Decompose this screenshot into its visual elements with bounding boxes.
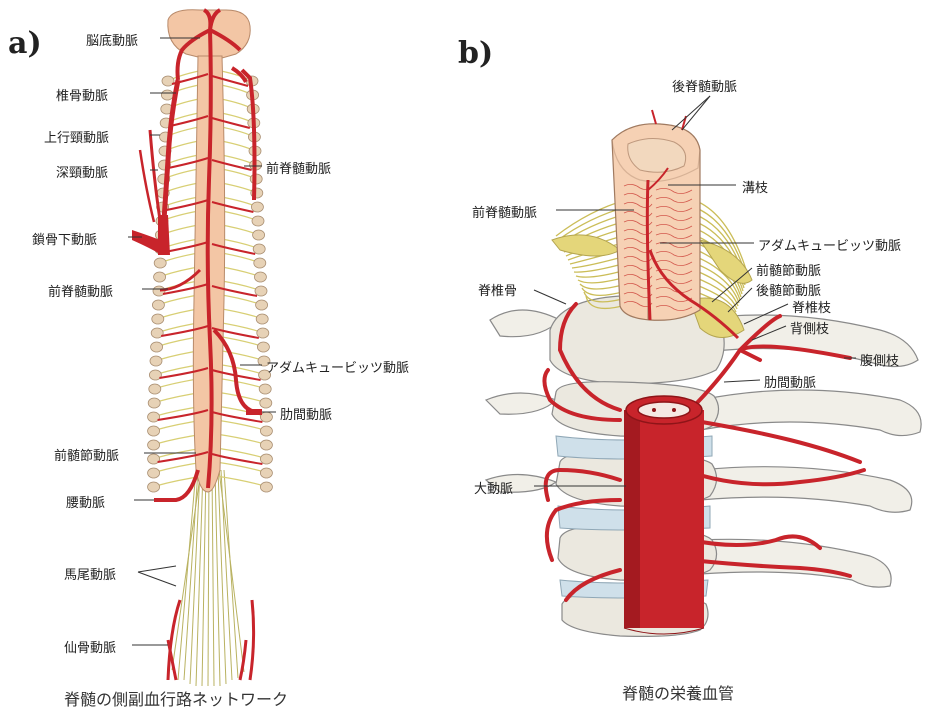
ganglion-right: [260, 426, 272, 436]
label-deep-cervical-artery: 深頸動脈: [56, 162, 108, 181]
ganglion-right: [254, 272, 266, 282]
ganglion-right: [251, 202, 263, 212]
ganglion-right: [256, 300, 268, 310]
label-adamkiewicz-artery: アダムキュービッツ動脈: [266, 357, 409, 376]
ganglion-left: [154, 272, 166, 282]
label-aorta: 大動脈: [474, 478, 513, 497]
label-anterior-spinal-artery-b: 前脊髄動脈: [472, 202, 537, 221]
cauda-artery-right: [250, 600, 254, 680]
ganglion-right: [253, 244, 265, 254]
aorta-ostium-right: [672, 408, 676, 412]
label-anterior-spinal-artery-right: 前脊髄動脈: [266, 158, 331, 177]
label-spinal-branch: 脊椎枝: [792, 297, 831, 316]
ganglion-right: [257, 342, 269, 352]
ganglion-left: [148, 468, 160, 478]
ganglion-right: [260, 412, 272, 422]
ganglion-right: [260, 482, 272, 492]
label-anterior-radicular-artery: 前髄節動脈: [54, 445, 119, 464]
label-adamkiewicz-artery-b: アダムキュービッツ動脈: [758, 235, 901, 254]
ganglion-right: [253, 230, 265, 240]
ganglion-left: [152, 300, 164, 310]
panel-a-illustration: [132, 10, 272, 686]
label-sacral-artery: 仙骨動脈: [64, 637, 116, 656]
ganglion-left: [161, 90, 173, 100]
ganglion-right: [260, 468, 272, 478]
label-sulcal-branch: 溝枝: [742, 177, 768, 196]
label-vertebra: 脊椎骨: [478, 280, 517, 299]
vertebral-artery-right: [242, 70, 255, 200]
subclavian-trunk: [158, 215, 170, 255]
ganglion-right: [256, 314, 268, 324]
label-dorsal-branch: 背側枝: [790, 318, 829, 337]
nerve-bundle-left: [552, 235, 620, 256]
panel-b-caption: 脊髄の栄養血管: [622, 680, 734, 704]
ganglion-left: [154, 258, 166, 268]
label-basilar-artery: 脳底動脈: [86, 30, 138, 49]
label-posterior-spinal-artery: 後脊髄動脈: [672, 76, 737, 95]
ganglion-left: [151, 342, 163, 352]
label-anterior-radicular-artery-b: 前髄節動脈: [756, 260, 821, 279]
label-cauda-equina-artery: 馬尾動脈: [64, 564, 116, 583]
panel-a-caption: 脊髄の側副血行路ネットワーク: [64, 686, 288, 710]
nerve-root-right: [216, 476, 264, 486]
nerve-root-right: [216, 434, 264, 444]
panel-a-letter: a): [8, 26, 42, 61]
ganglion-right: [254, 258, 266, 268]
label-ascending-cervical-artery: 上行頸動脈: [44, 127, 109, 146]
panel-b-illustration: [486, 110, 921, 636]
aorta-inner: [638, 402, 690, 418]
aorta-shading: [624, 410, 640, 628]
label-intercostal-artery-b: 肋間動脈: [764, 372, 816, 391]
ganglion-left: [150, 356, 162, 366]
ganglion-left: [152, 314, 164, 324]
ganglion-right: [259, 384, 271, 394]
label-vertebral-artery: 椎骨動脈: [56, 85, 108, 104]
ganglion-right: [252, 216, 264, 226]
panel-b-letter: b): [458, 36, 493, 71]
ganglion-left: [149, 384, 161, 394]
ganglion-right: [255, 286, 267, 296]
cauda-equina-fibers: [172, 470, 244, 686]
ganglion-left: [148, 482, 160, 492]
ganglion-left: [148, 426, 160, 436]
ganglion-left: [148, 440, 160, 450]
aorta-ostium-left: [652, 408, 656, 412]
ganglion-right: [260, 454, 272, 464]
ganglion-right: [260, 398, 272, 408]
label-anterior-spinal-artery-left: 前脊髄動脈: [48, 281, 113, 300]
ganglion-left: [148, 398, 160, 408]
ganglion-right: [257, 328, 269, 338]
label-lumbar-artery: 腰動脈: [66, 492, 105, 511]
vertebral-artery-left: [164, 80, 178, 220]
label-ventral-branch: 腹側枝: [860, 350, 899, 369]
label-intercostal-artery: 肋間動脈: [280, 404, 332, 423]
label-subclavian-artery: 鎖骨下動脈: [32, 229, 97, 248]
ganglion-right: [260, 440, 272, 450]
